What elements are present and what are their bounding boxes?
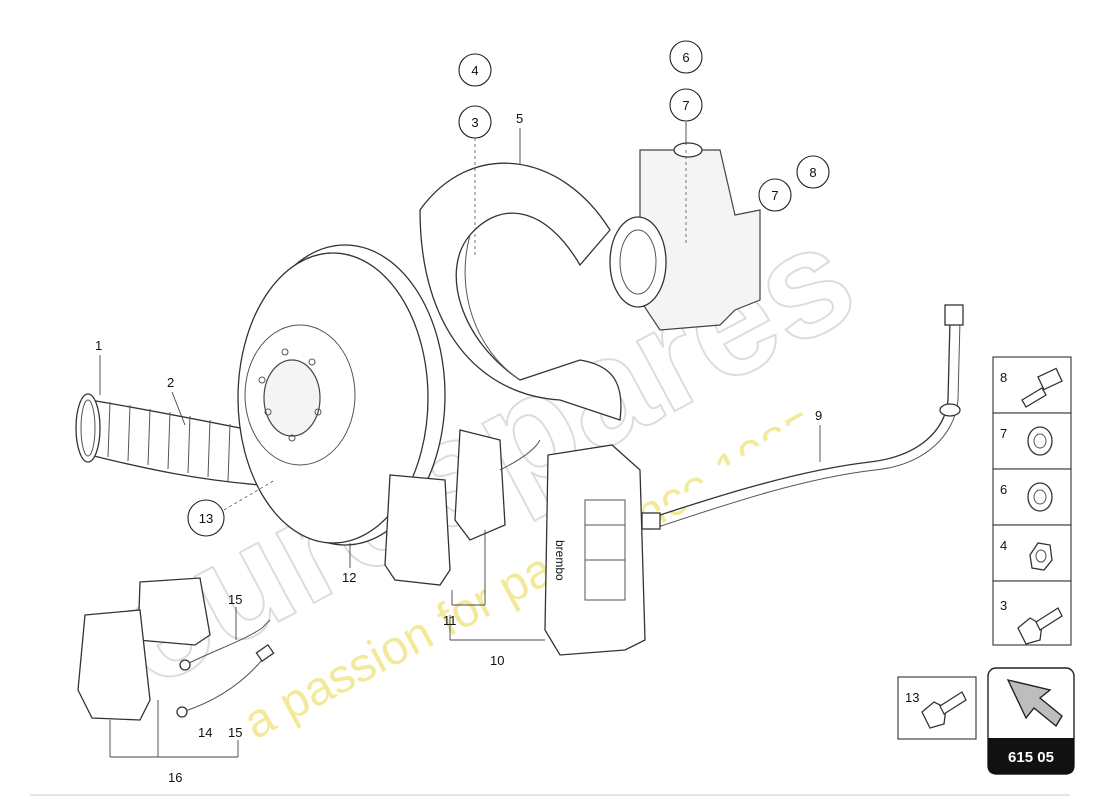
svg-text:4: 4 (471, 63, 478, 78)
svg-text:6: 6 (682, 50, 689, 65)
hose-clamp (75, 393, 101, 463)
svg-text:7: 7 (1000, 426, 1007, 441)
svg-text:3: 3 (471, 115, 478, 130)
callout-4: 4 (458, 53, 492, 87)
leader-lines (99, 122, 821, 758)
callout-3: 3 (458, 105, 492, 139)
caliper-brand-text: brembo (553, 540, 567, 581)
brake-pad-outer (384, 474, 451, 586)
spare-pad-rear (137, 577, 211, 646)
page-reference-badge: 615 05 (987, 667, 1075, 775)
hardware-row-8: 8 (992, 356, 1072, 414)
page-code: 615 05 (1008, 749, 1054, 766)
svg-text:8: 8 (1000, 370, 1007, 385)
direction-arrow-icon (1006, 678, 1063, 728)
label-1: 1 (95, 338, 102, 353)
label-14: 14 (198, 725, 212, 740)
svg-text:8: 8 (809, 165, 816, 180)
air-duct (89, 399, 261, 486)
brake-hose (641, 304, 964, 530)
wear-sensor-upper (179, 619, 271, 671)
callout-7-side: 7 (758, 178, 792, 212)
brake-caliper: brembo (544, 444, 646, 656)
callout-8: 8 (796, 155, 830, 189)
wear-sensor-lower (176, 643, 275, 718)
svg-text:13: 13 (199, 511, 213, 526)
hub-carrier (609, 142, 761, 331)
label-10: 10 (490, 653, 504, 668)
spare-pad-front (77, 609, 151, 721)
hardware-row-6: 6 (992, 468, 1072, 526)
label-12: 12 (342, 570, 356, 585)
label-11: 11 (443, 613, 457, 628)
callout-6: 6 (669, 40, 703, 74)
part-13-box: 13 (897, 676, 977, 740)
svg-text:7: 7 (682, 98, 689, 113)
svg-text:7: 7 (771, 188, 778, 203)
svg-text:13: 13 (905, 690, 919, 705)
label-5: 5 (516, 111, 523, 126)
callout-7-top: 7 (669, 88, 703, 122)
svg-text:4: 4 (1000, 538, 1007, 553)
washer-icon (1027, 482, 1053, 512)
label-15-bottom: 15 (228, 725, 242, 740)
bolt-icon (921, 691, 967, 729)
nut-icon (1029, 542, 1053, 571)
bolt-icon (1017, 607, 1063, 645)
dust-shield (419, 162, 622, 421)
washer-icon (1027, 426, 1053, 456)
callout-13: 13 (187, 499, 225, 537)
hardware-row-7: 7 (992, 412, 1072, 470)
bolt-icon (1021, 367, 1063, 408)
brake-disc (237, 244, 446, 546)
brake-pad-inner (454, 429, 541, 541)
hardware-row-3: 3 (992, 580, 1072, 646)
svg-text:3: 3 (1000, 598, 1007, 613)
label-2: 2 (167, 375, 174, 390)
hardware-table: 8 7 6 4 (992, 356, 1072, 646)
svg-text:6: 6 (1000, 482, 1007, 497)
label-16: 16 (168, 770, 182, 785)
hardware-row-4: 4 (992, 524, 1072, 582)
label-9: 9 (815, 408, 822, 423)
label-15-top: 15 (228, 592, 242, 607)
